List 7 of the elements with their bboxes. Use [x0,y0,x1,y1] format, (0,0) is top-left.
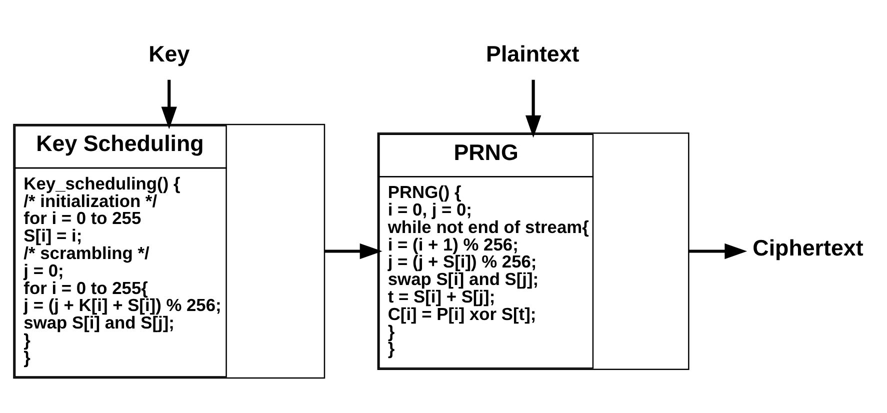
node-text: Key [148,42,190,67]
arrow [525,80,542,138]
arrow [688,243,748,260]
node-text: Plaintext [486,42,580,67]
arrow [324,243,382,260]
node-text: Ciphertext [752,235,864,260]
arrow [161,80,177,130]
